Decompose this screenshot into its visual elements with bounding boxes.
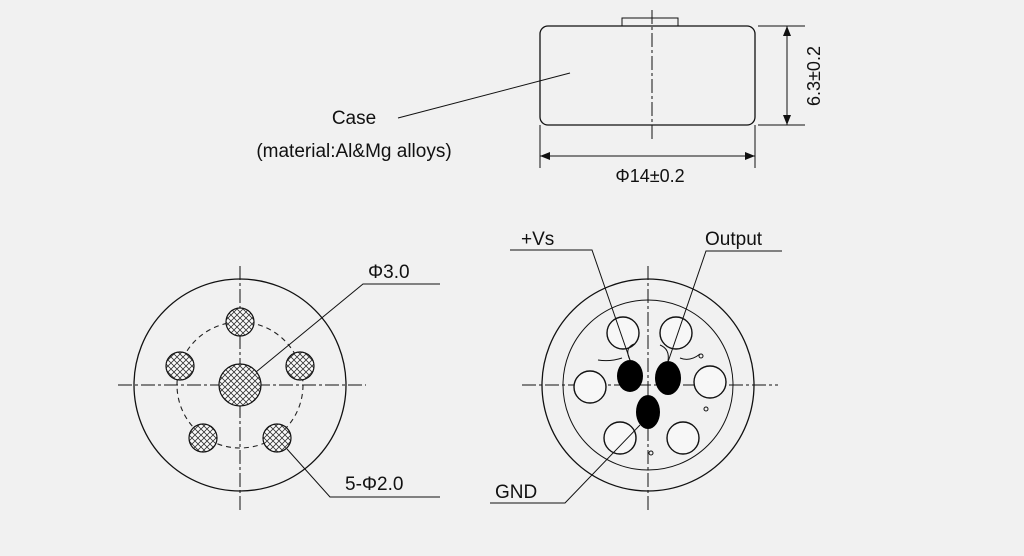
side-view: 6.3±0.2 Φ14±0.2 Case (material:Al&Mg all… xyxy=(256,10,824,186)
output-pad xyxy=(655,361,681,395)
width-arrow-right xyxy=(745,152,755,160)
via-dot-3 xyxy=(648,450,654,456)
height-arrow-top xyxy=(783,26,791,36)
gnd-pad xyxy=(636,395,660,429)
height-arrow-bottom xyxy=(783,115,791,125)
hole-bottom-right xyxy=(262,423,292,453)
pad-ring-right xyxy=(693,365,727,399)
holes-label: 5-Φ2.0 xyxy=(345,474,403,495)
diameter-dimension-label: Φ14±0.2 xyxy=(615,166,684,186)
case-leader xyxy=(397,72,571,119)
trace-right xyxy=(659,344,701,362)
pad-ring-bottom-right xyxy=(666,421,700,455)
hole-right xyxy=(285,351,315,381)
pad-ring-bottom-left xyxy=(603,421,637,455)
width-arrow-left xyxy=(540,152,550,160)
pad-ring-top-right xyxy=(659,316,693,350)
via-dot-2 xyxy=(703,406,709,412)
height-dimension-label: 6.3±0.2 xyxy=(804,46,824,106)
pad-ring-left xyxy=(573,370,607,404)
hole-bottom-left xyxy=(188,423,218,453)
vs-leader xyxy=(510,249,631,361)
holes-leader xyxy=(286,448,440,498)
center-hole xyxy=(218,363,262,407)
hole-top xyxy=(225,307,255,337)
via-dot-1 xyxy=(698,353,704,359)
output-leader xyxy=(667,250,782,363)
gnd-leader xyxy=(490,424,641,504)
case-body xyxy=(539,25,756,126)
vs-pad xyxy=(617,360,643,392)
output-label: Output xyxy=(705,229,763,250)
rear-view: +Vs Output GND xyxy=(490,229,782,512)
case-label: Case xyxy=(332,108,376,129)
front-view: Φ3.0 5-Φ2.0 xyxy=(118,262,440,512)
gnd-label: GND xyxy=(495,482,537,503)
hole-left xyxy=(165,351,195,381)
case-material-label: (material:Al&Mg alloys) xyxy=(256,141,451,162)
center-hole-leader xyxy=(255,283,440,373)
case-top-nub xyxy=(621,17,679,27)
vs-label: +Vs xyxy=(521,229,554,250)
pad-ring-top-left xyxy=(606,316,640,350)
center-hole-label: Φ3.0 xyxy=(368,262,410,283)
